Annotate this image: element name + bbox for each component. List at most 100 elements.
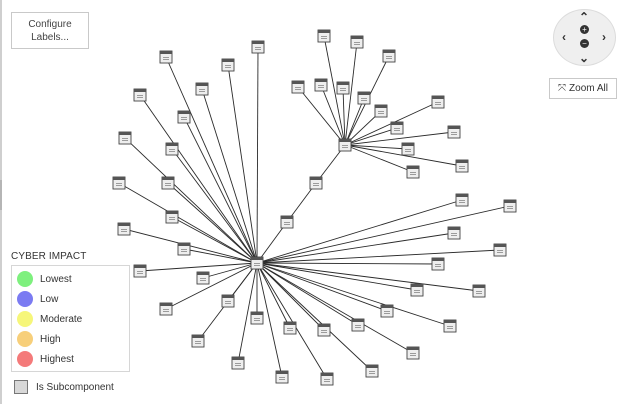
graph-node[interactable] <box>317 29 331 43</box>
graph-node[interactable] <box>320 372 334 386</box>
legend-item-high: High <box>17 330 61 348</box>
pan-right-icon[interactable]: › <box>602 30 606 44</box>
graph-node[interactable] <box>221 294 235 308</box>
graph-edge <box>183 248 258 264</box>
legend-title: CYBER IMPACT <box>11 251 87 262</box>
graph-node[interactable] <box>431 257 445 271</box>
graph-node[interactable] <box>280 215 294 229</box>
legend-swatch-moderate <box>17 311 33 327</box>
graph-node[interactable] <box>380 304 394 318</box>
graph-edge <box>139 94 258 264</box>
graph-node[interactable] <box>317 323 331 337</box>
zoom-all-button[interactable]: ⤧ Zoom All <box>549 78 617 99</box>
graph-node[interactable] <box>455 159 469 173</box>
graph-edge <box>256 199 463 264</box>
graph-node[interactable] <box>390 121 404 135</box>
graph-node[interactable] <box>177 110 191 124</box>
graph-node[interactable] <box>250 311 264 325</box>
graph-node[interactable] <box>401 142 415 156</box>
graph-node[interactable] <box>503 199 517 213</box>
graph-edge <box>323 35 346 146</box>
graph-node[interactable] <box>351 318 365 332</box>
graph-node[interactable] <box>133 88 147 102</box>
graph-node[interactable] <box>133 264 147 278</box>
graph-edge <box>256 232 455 264</box>
graph-edge <box>344 144 463 167</box>
graph-node[interactable] <box>191 334 205 348</box>
graph-node[interactable] <box>374 104 388 118</box>
graph-node[interactable] <box>431 95 445 109</box>
graph-edge <box>344 144 414 173</box>
graph-edge <box>256 262 291 329</box>
legend-label: Low <box>40 293 59 305</box>
graph-node[interactable] <box>336 81 350 95</box>
graph-node[interactable] <box>447 125 461 139</box>
pan-left-icon[interactable]: ‹ <box>562 30 566 44</box>
graph-node[interactable] <box>493 243 507 257</box>
graph-node[interactable] <box>382 49 396 63</box>
graph-node[interactable] <box>443 319 457 333</box>
pan-down-icon[interactable]: ⌄ <box>578 51 590 65</box>
graph-node[interactable] <box>221 58 235 72</box>
zoom-all-label: Zoom All <box>569 83 608 94</box>
graph-edge <box>123 228 258 264</box>
graph-node[interactable] <box>472 284 486 298</box>
graph-node[interactable] <box>455 193 469 207</box>
panel-scroll-shade <box>0 180 2 210</box>
graph-edge <box>344 131 455 146</box>
graph-node[interactable] <box>447 226 461 240</box>
graph-edge <box>202 262 258 279</box>
graph-node[interactable] <box>165 142 179 156</box>
graph-node[interactable] <box>314 78 328 92</box>
graph-node[interactable] <box>159 50 173 64</box>
panel-left-border <box>0 0 2 404</box>
graph-node[interactable] <box>195 82 209 96</box>
graph-node[interactable] <box>161 176 175 190</box>
navigation-pad[interactable]: ⌃ ⌄ ‹ › + − <box>553 9 616 66</box>
graph-node[interactable] <box>350 35 364 49</box>
legend-label: Moderate <box>40 313 83 325</box>
graph-node[interactable] <box>309 176 323 190</box>
graph-node[interactable] <box>357 91 371 105</box>
graph-node[interactable] <box>117 222 131 236</box>
graph-node[interactable] <box>410 283 424 297</box>
pan-up-icon[interactable]: ⌃ <box>578 10 590 24</box>
graph-node[interactable] <box>406 346 420 360</box>
graph-node[interactable] <box>365 364 379 378</box>
graph-edge <box>256 262 283 378</box>
graph-hub-node[interactable] <box>338 138 352 152</box>
graph-edge <box>171 216 258 264</box>
graph-edge <box>256 249 501 264</box>
zoom-in-icon[interactable]: + <box>580 25 589 34</box>
graph-node[interactable] <box>406 165 420 179</box>
subcomponent-swatch <box>14 380 28 394</box>
graph-hub-node[interactable] <box>250 256 264 270</box>
graph-edge <box>297 86 346 146</box>
legend-box: Lowest Low Moderate High Highest <box>11 265 130 372</box>
zoom-out-icon[interactable]: − <box>580 39 589 48</box>
graph-edge <box>256 205 511 264</box>
graph-node[interactable] <box>112 176 126 190</box>
graph-node[interactable] <box>231 356 245 370</box>
graph-nodes[interactable] <box>112 29 517 386</box>
graph-edge <box>256 262 480 292</box>
graph-edge <box>227 64 258 264</box>
graph-node[interactable] <box>291 80 305 94</box>
graph-node[interactable] <box>177 242 191 256</box>
graph-node[interactable] <box>283 321 297 335</box>
graph-node[interactable] <box>251 40 265 54</box>
graph-edge <box>286 182 317 223</box>
legend-item-low: Low <box>17 290 58 308</box>
graph-node[interactable] <box>275 370 289 384</box>
configure-labels-button[interactable]: Configure Labels... <box>11 12 89 49</box>
graph-node[interactable] <box>196 271 210 285</box>
graph-node[interactable] <box>159 302 173 316</box>
legend-swatch-highest <box>17 351 33 367</box>
graph-edge <box>256 262 373 372</box>
graph-edge <box>256 262 359 326</box>
graph-node[interactable] <box>165 210 179 224</box>
graph-edge <box>256 262 325 331</box>
graph-node[interactable] <box>118 131 132 145</box>
graph-edge <box>139 262 258 272</box>
